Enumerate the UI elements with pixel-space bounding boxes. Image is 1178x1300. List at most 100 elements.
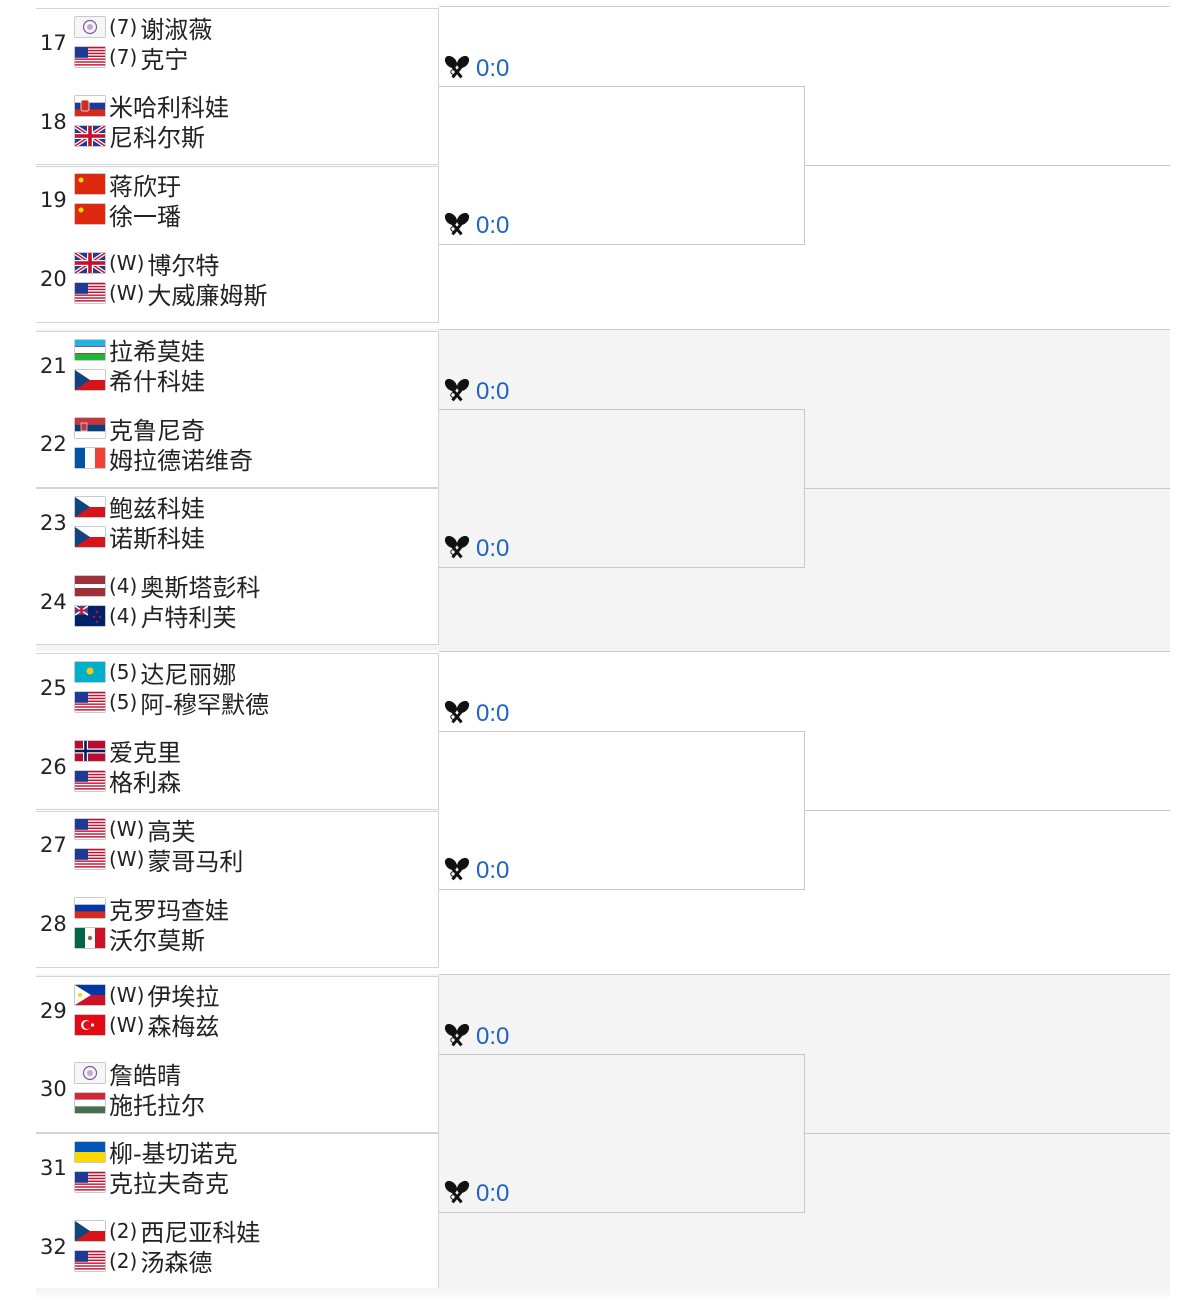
player-name: 克宁 (140, 45, 189, 74)
player-name: 詹皓晴 (109, 1061, 181, 1090)
player-row[interactable]: 徐一璠 (74, 199, 181, 231)
player-name: 希什科娃 (109, 368, 205, 396)
match-score[interactable]: 0:0 (443, 212, 509, 240)
match-score[interactable]: 0:0 (443, 1023, 509, 1051)
player-name: 森梅兹 (147, 1013, 220, 1041)
draw-position-number: 31 (40, 1155, 67, 1180)
player-row[interactable]: 克罗玛查娃 (74, 893, 229, 925)
player-row[interactable]: (W)森梅兹 (74, 1010, 220, 1041)
entry-tag: (W) (109, 251, 145, 276)
match-score[interactable]: 0:0 (443, 1180, 509, 1208)
player-row[interactable]: (W)伊埃拉 (74, 980, 219, 1011)
nzl-flag-icon (74, 604, 106, 627)
phi-flag-icon (74, 983, 106, 1006)
uzb-flag-icon (74, 338, 106, 361)
match-score[interactable]: 0:0 (443, 535, 509, 563)
svk-flag-icon (74, 94, 106, 117)
ukr-flag-icon (74, 1140, 106, 1163)
player-name: 沃尔莫斯 (109, 926, 205, 955)
fra-flag-icon (74, 447, 106, 470)
draw-position-number: 30 (40, 1077, 67, 1102)
lat-flag-icon (74, 574, 106, 597)
kaz-flag-icon (74, 661, 106, 683)
entry-tag: (W) (109, 1012, 145, 1037)
player-row[interactable]: 诺斯科娃 (74, 522, 205, 554)
player-name: 爱克里 (109, 739, 181, 768)
player-row[interactable]: 施托拉尔 (74, 1088, 205, 1120)
divider (439, 6, 1170, 7)
bracket-connector (805, 1132, 1170, 1134)
player-row[interactable]: (5)达尼丽娜 (74, 657, 237, 689)
player-name: 阿-穆罕默德 (140, 690, 270, 719)
player-row[interactable]: (W)大威廉姆斯 (74, 278, 268, 310)
player-row[interactable]: (4)奥斯塔彭科 (74, 571, 260, 602)
tennis-rackets-icon (443, 54, 476, 84)
tennis-rackets-icon (443, 856, 476, 886)
player-row[interactable]: (W)蒙哥马利 (74, 844, 243, 876)
player-name: 蒋欣玗 (109, 172, 181, 201)
tennis-rackets-icon (443, 534, 476, 564)
match-score[interactable]: 0:0 (443, 55, 509, 83)
player-row[interactable]: 克拉夫奇克 (74, 1167, 229, 1198)
usa-flag-icon (74, 1170, 106, 1193)
cze-flag-icon (74, 525, 106, 548)
player-row[interactable]: 蒋欣玗 (74, 169, 181, 201)
player-row[interactable]: 詹皓晴 (74, 1058, 181, 1090)
player-row[interactable]: 爱克里 (74, 736, 181, 768)
entry-tag: (W) (109, 281, 145, 306)
player-row[interactable]: 格利森 (74, 766, 181, 798)
player-name: 格利森 (109, 769, 181, 798)
player-row[interactable]: 克鲁尼奇 (74, 413, 205, 445)
entry-tag: (5) (109, 690, 138, 714)
score-value: 0:0 (476, 534, 510, 562)
bracket-connector (439, 86, 805, 245)
player-name: 大威廉姆斯 (147, 281, 268, 310)
match-score[interactable]: 0:0 (443, 700, 509, 728)
player-row[interactable]: 希什科娃 (74, 365, 205, 396)
player-name: 鲍兹科娃 (109, 495, 205, 524)
tpe-flag-icon (74, 1062, 106, 1085)
player-name: 诺斯科娃 (109, 525, 205, 554)
match-score[interactable]: 0:0 (443, 378, 509, 406)
player-row[interactable]: 拉希莫娃 (74, 335, 205, 366)
usa-flag-icon (74, 769, 106, 792)
player-row[interactable]: (2)西尼亚科娃 (74, 1216, 260, 1247)
player-row[interactable]: 沃尔莫斯 (74, 923, 205, 955)
player-row[interactable]: (7)谢淑薇 (74, 12, 212, 44)
score-value: 0:0 (476, 212, 510, 239)
player-row[interactable]: (4)卢特利芙 (74, 601, 236, 632)
player-row[interactable]: 鲍兹科娃 (74, 492, 205, 524)
player-row[interactable]: (5)阿-穆罕默德 (74, 687, 270, 719)
mex-flag-icon (74, 927, 106, 950)
player-name: 姆拉德诺维奇 (109, 446, 253, 475)
player-name: 柳-基切诺克 (109, 1140, 238, 1169)
tennis-rackets-icon (443, 1022, 476, 1052)
player-row[interactable]: 柳-基切诺克 (74, 1137, 238, 1169)
entry-tag: (5) (109, 660, 138, 684)
entry-tag: (W) (109, 817, 145, 842)
player-name: 米哈利科娃 (109, 94, 229, 123)
match-score[interactable]: 0:0 (443, 857, 509, 885)
player-name: 克罗玛查娃 (109, 896, 229, 925)
player-row[interactable]: 姆拉德诺维奇 (74, 443, 253, 475)
entry-tag: (W) (109, 982, 145, 1007)
player-row[interactable]: (W)高芙 (74, 814, 195, 846)
tennis-rackets-icon (443, 211, 476, 241)
gbr-flag-icon (73, 124, 107, 148)
player-name: 汤森德 (140, 1249, 213, 1278)
entry-tag: (4) (109, 573, 138, 598)
player-row[interactable]: 尼科尔斯 (73, 121, 205, 152)
draw-position-number: 26 (40, 754, 67, 779)
player-name: 博尔特 (147, 251, 220, 280)
score-value: 0:0 (476, 1022, 510, 1050)
player-row[interactable]: (W)博尔特 (73, 248, 220, 280)
draw-position-number: 32 (40, 1234, 67, 1259)
bracket-connector (439, 1053, 805, 1213)
usa-flag-icon (74, 1249, 106, 1272)
player-name: 达尼丽娜 (140, 660, 237, 689)
player-row[interactable]: 米哈利科娃 (74, 91, 229, 123)
divider (439, 973, 1170, 975)
draw-position-number: 21 (40, 353, 67, 378)
player-row[interactable]: (7)克宁 (74, 42, 189, 74)
player-row[interactable]: (2)汤森德 (74, 1246, 213, 1278)
